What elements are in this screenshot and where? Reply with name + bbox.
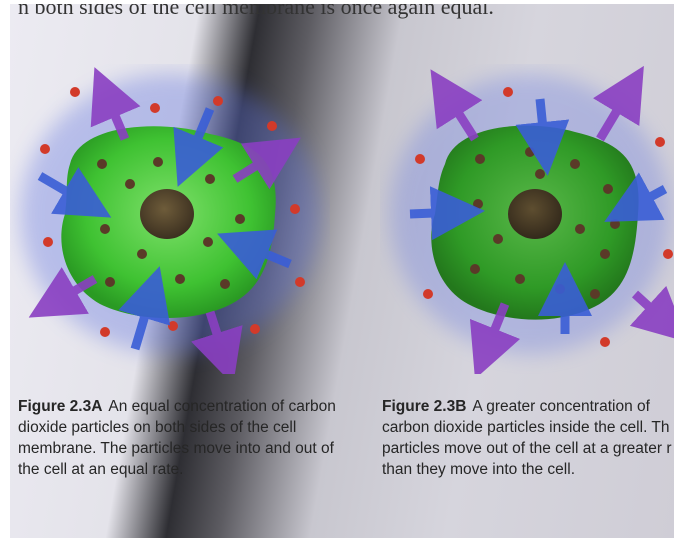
- caption-b-line-3: particles move out of the cell at a grea…: [382, 440, 671, 457]
- caption-a-line-2: dioxide particles on both sides of the c…: [18, 419, 296, 436]
- caption-b-line-2: carbon dioxide particles inside the cell…: [382, 419, 669, 436]
- caption-b-line-1: A greater concentration of: [472, 398, 650, 415]
- caption-a-line-4: the cell at an equal rate.: [18, 461, 183, 478]
- caption-figure-b: Figure 2.3B A greater concentration of ca…: [382, 396, 674, 480]
- caption-a-line-1: An equal concentration of carbon: [108, 398, 336, 415]
- caption-figure-a: Figure 2.3A An equal concentration of car…: [18, 396, 348, 480]
- cell-diagram-b: [380, 64, 674, 374]
- figure-label-b: Figure 2.3B: [382, 398, 466, 415]
- figure-label-a: Figure 2.3A: [18, 398, 102, 415]
- caption-a-line-3: membrane. The particles move into and ou…: [18, 440, 334, 457]
- nucleus-a: [140, 189, 194, 239]
- textbook-photo: n both sides of the cell membrane is onc…: [10, 4, 674, 538]
- cell-diagram-a: [10, 64, 330, 374]
- nucleus-b: [508, 189, 562, 239]
- caption-b-line-4: than they move into the cell.: [382, 461, 575, 478]
- cutoff-header-text: n both sides of the cell membrane is onc…: [18, 4, 618, 20]
